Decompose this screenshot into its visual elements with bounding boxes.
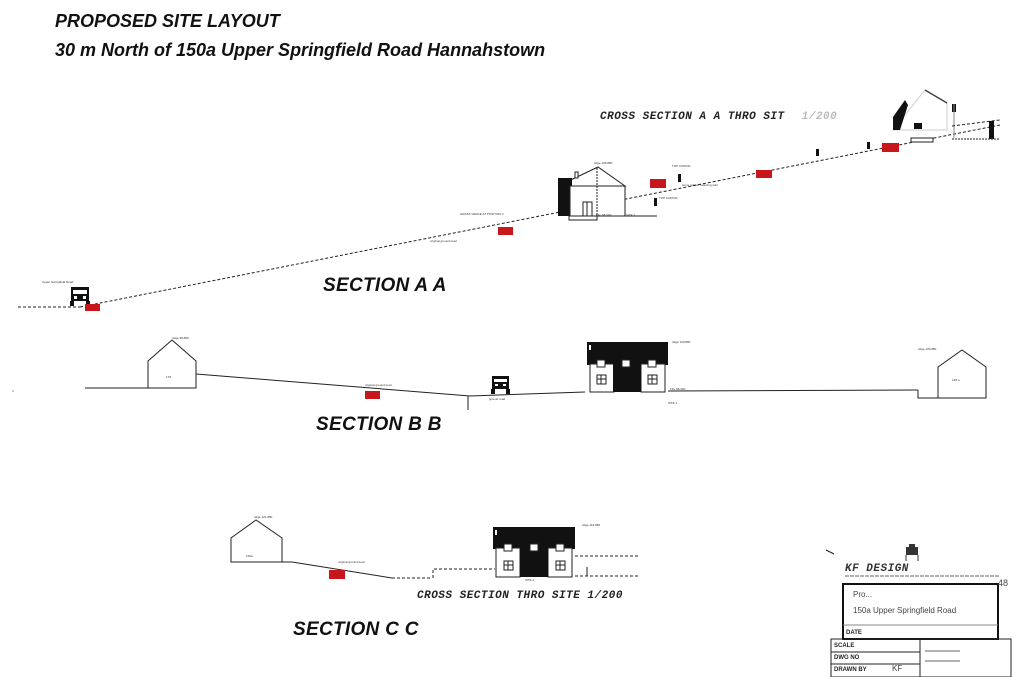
level-marker bbox=[365, 391, 380, 399]
coping-label: TOP COPING bbox=[672, 164, 691, 168]
level-marker bbox=[650, 179, 666, 188]
ground-label: original ground level bbox=[365, 383, 392, 387]
house-elevation-a bbox=[557, 166, 681, 221]
retaining-wall-label: stone gabion retaining wall bbox=[682, 183, 718, 187]
grass-label: GRASS VERGE AT POSITION 1 bbox=[460, 212, 504, 216]
date-label: DATE bbox=[846, 630, 862, 636]
cross-section-c-label: CROSS SECTION THRO SITE 1/200 bbox=[417, 590, 623, 602]
ground-slope-line bbox=[79, 124, 1001, 308]
level-marker bbox=[756, 170, 772, 178]
ridge-label: ridge 108.880 bbox=[594, 161, 613, 165]
page-title: PROPOSED SITE LAYOUT bbox=[55, 11, 280, 31]
drawn-by-value: KF bbox=[892, 664, 903, 673]
logo-icon bbox=[905, 544, 919, 561]
ground-label: original ground level bbox=[338, 560, 365, 564]
car-icon bbox=[491, 376, 510, 394]
section-b-drawing: ridge 98.880 178 original ground level g… bbox=[12, 336, 987, 410]
road-label: ground road bbox=[489, 397, 506, 401]
site-label: SITE 2 bbox=[525, 578, 535, 582]
section-c-title: SECTION C C bbox=[293, 619, 419, 640]
level-marker bbox=[882, 143, 899, 152]
project-line-1: Pro... bbox=[853, 590, 873, 599]
level-marker bbox=[329, 570, 345, 579]
car-icon bbox=[70, 287, 90, 306]
page-subtitle: 30 m North of 150a Upper Springfield Roa… bbox=[55, 40, 546, 60]
house-elevation-c bbox=[493, 527, 575, 578]
level-marker bbox=[498, 227, 513, 235]
coping-label: TOP COPING bbox=[659, 196, 678, 200]
title-block bbox=[825, 544, 1012, 677]
cross-section-a-label: CROSS SECTION A A THRO SIT 1/200 bbox=[600, 111, 837, 123]
ridge-label: ridge 119.880 bbox=[582, 523, 600, 527]
ridge-label: ridge 121.880 bbox=[254, 515, 273, 519]
cross-section-a-scale: 1/200 bbox=[801, 111, 838, 123]
company-name: KF DESIGN bbox=[845, 563, 909, 575]
ridge-label: ridge 109.880 bbox=[672, 340, 691, 344]
ground-label: original ground level bbox=[430, 239, 457, 243]
drawn-by-label: DRAWN BY bbox=[834, 667, 867, 673]
house-number: 148 a bbox=[952, 378, 960, 382]
sheet-number: 48 bbox=[998, 578, 1009, 588]
level-marker bbox=[85, 304, 100, 311]
house-number: 178 bbox=[166, 375, 171, 379]
house-number: 160a bbox=[246, 554, 253, 558]
house-elevation-b bbox=[587, 342, 668, 393]
ridge-label: ridge 98.880 bbox=[172, 336, 189, 340]
ffl-label: FFL 98.300 bbox=[596, 213, 612, 217]
section-b-title: SECTION B B bbox=[316, 414, 442, 435]
site-label: SITE 1 bbox=[626, 213, 636, 217]
section-a-drawing: Upper Springfield Road original ground l… bbox=[18, 89, 1001, 311]
section-c-drawing: ridge 121.880 160a original ground level… bbox=[230, 515, 640, 582]
site-label: SITE 1 bbox=[668, 401, 678, 405]
project-line-2: 150a Upper Springfield Road bbox=[853, 606, 957, 615]
cross-section-a-text: CROSS SECTION A A THRO SIT bbox=[600, 111, 785, 123]
scale-label: SCALE bbox=[834, 643, 855, 649]
ffl-label: FFL 98.300 bbox=[670, 387, 686, 391]
house-elevation-a-top bbox=[891, 89, 1001, 143]
ridge-label: ridge 106.880 bbox=[918, 347, 937, 351]
section-a-title: SECTION A A bbox=[323, 275, 447, 296]
road-label: Upper Springfield Road bbox=[42, 280, 74, 284]
dwg-label: DWG NO bbox=[834, 655, 860, 661]
